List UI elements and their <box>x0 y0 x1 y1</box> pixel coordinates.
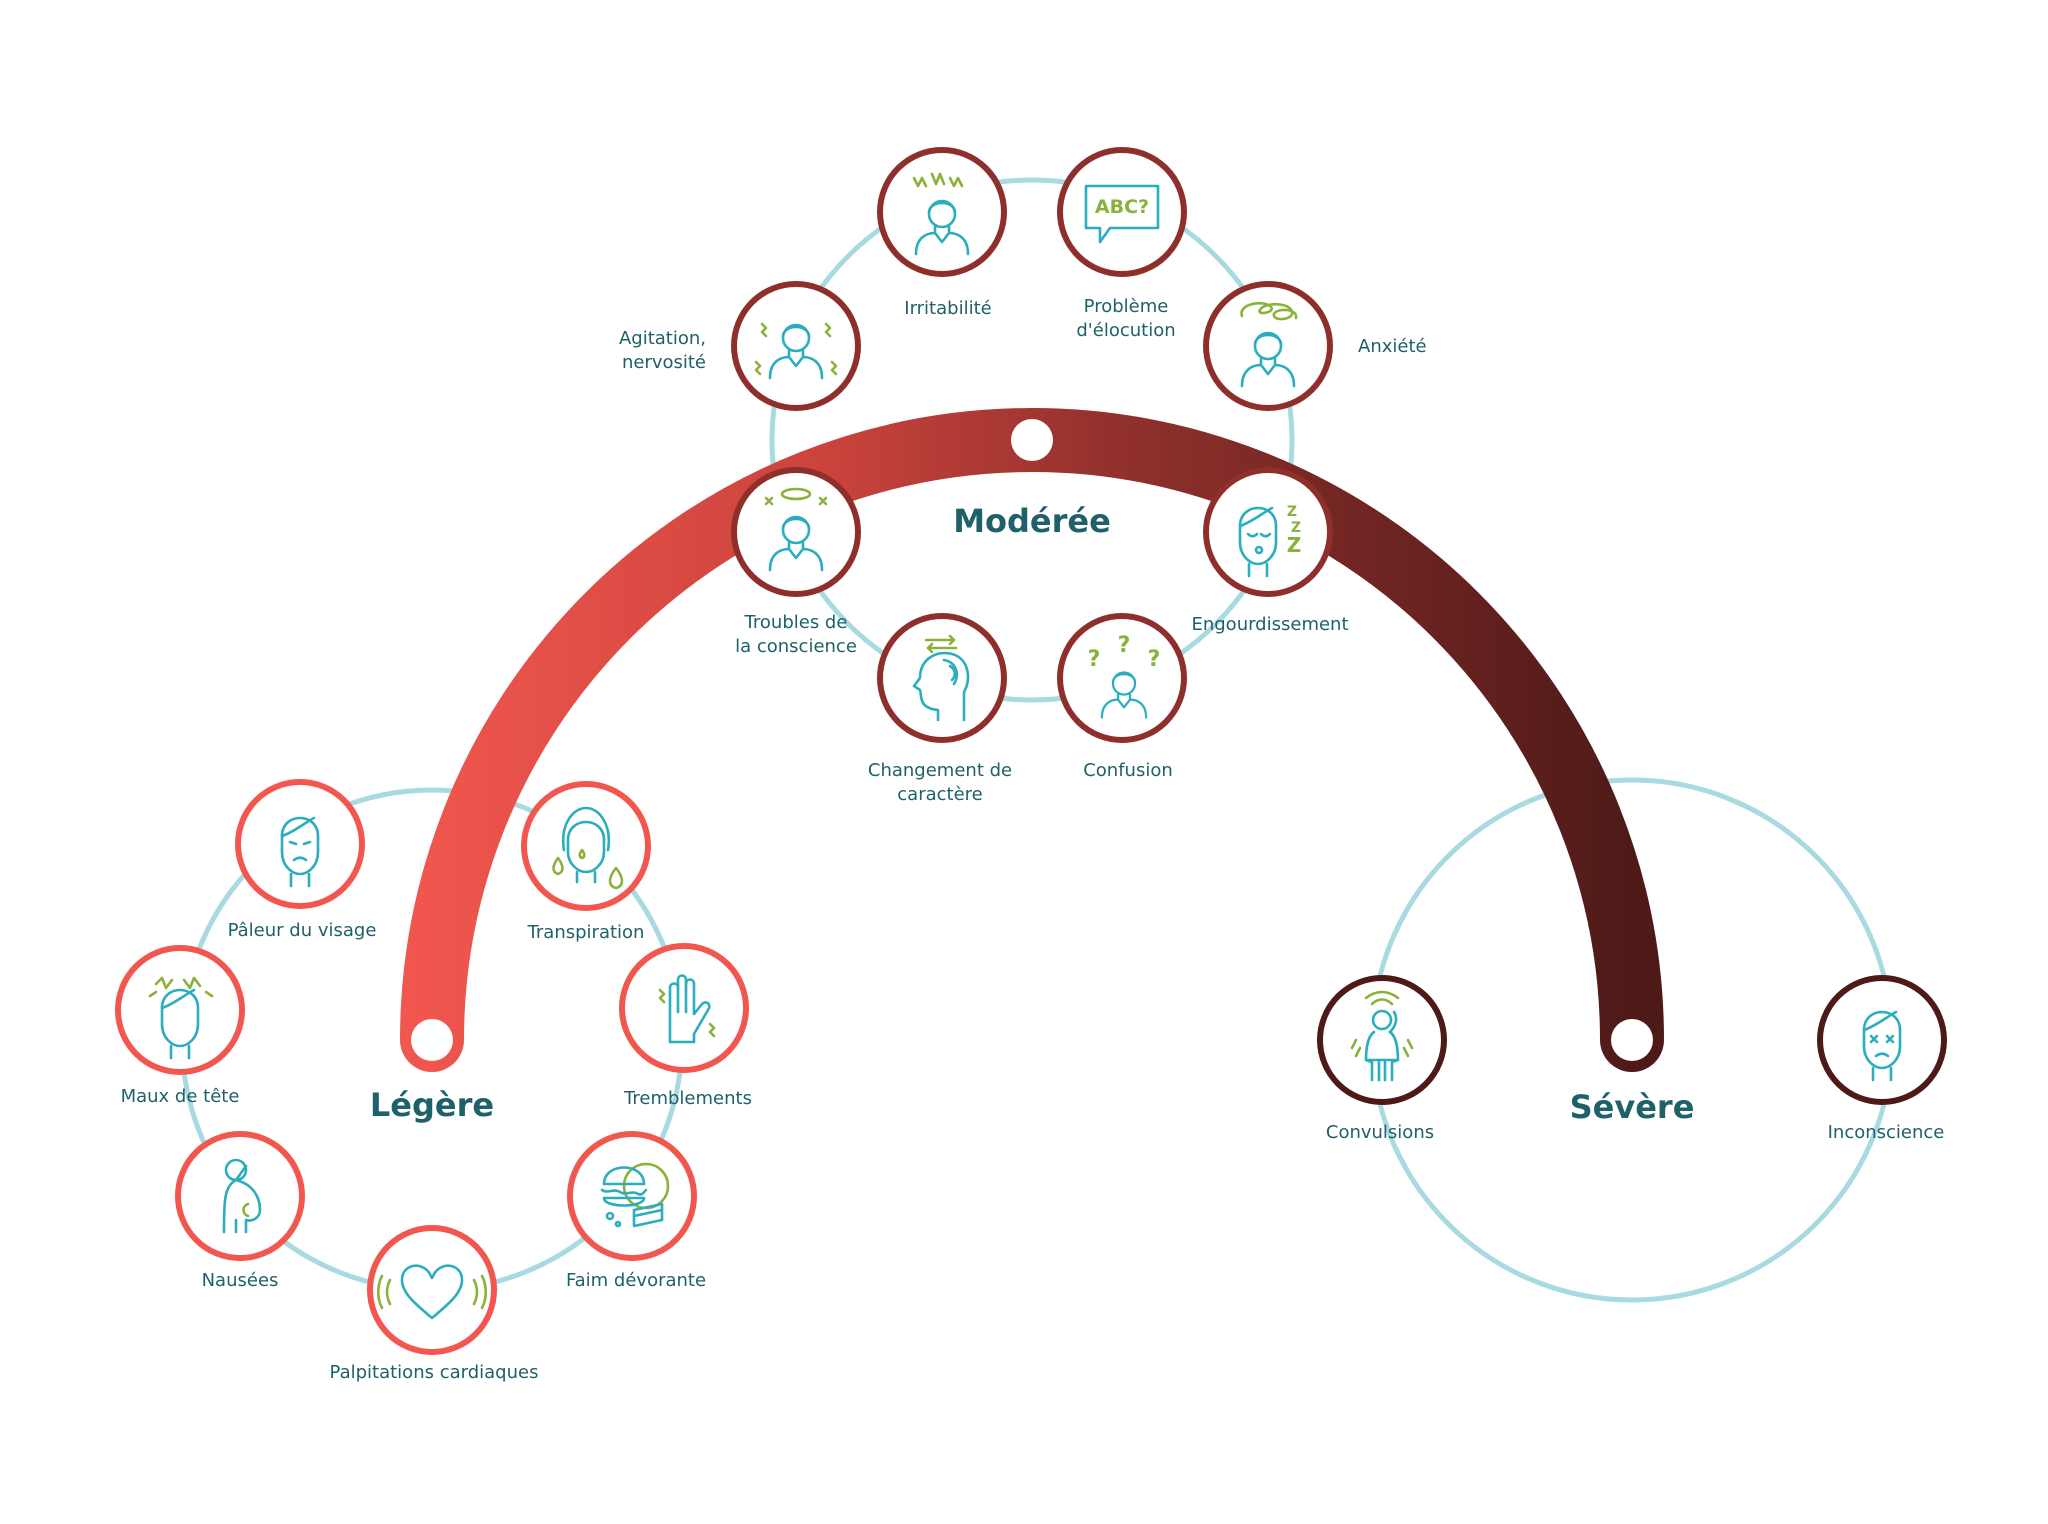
head-profile-icon <box>912 634 970 722</box>
symptom-consciousness: Troubles de la conscience <box>731 467 861 657</box>
symptom-anxiety: Anxiété <box>1203 281 1427 411</box>
sweating-face-icon <box>552 806 624 890</box>
svg-text:?: ? <box>1088 647 1101 672</box>
symptom-label: Agitation, <box>619 328 706 349</box>
symptom-pale-face: Pâleur du visage <box>228 779 377 941</box>
unconscious-face-icon <box>1862 1010 1902 1082</box>
symptom-label: Anxiété <box>1358 336 1427 357</box>
symptom-label: Faim dévorante <box>566 1270 706 1291</box>
symptom-label: Palpitations cardiaques <box>330 1362 539 1383</box>
svg-text:Z: Z <box>1287 504 1297 520</box>
symptom-label: Irritabilité <box>904 298 991 319</box>
mild-title: Légère <box>370 1086 494 1124</box>
svg-text:ABC?: ABC? <box>1095 196 1149 218</box>
symptom-label: Confusion <box>1083 760 1173 781</box>
symptom-label: Inconscience <box>1828 1122 1945 1143</box>
symptom-convulsions: Convulsions <box>1317 975 1447 1143</box>
symptom-label: nervosité <box>622 352 706 373</box>
convulsing-person-icon <box>1350 990 1414 1082</box>
symptom-label: Transpiration <box>527 922 645 943</box>
headache-icon <box>148 976 214 1060</box>
group-rings <box>179 177 1895 1303</box>
symptom-confusion: ? ? ? Confusion <box>1057 613 1187 781</box>
pale-face-icon <box>280 816 320 888</box>
heart-palpitations-icon <box>376 1264 488 1320</box>
severe-marker <box>1611 1019 1653 1061</box>
symptom-label: la conscience <box>735 636 857 657</box>
hunger-food-icon <box>600 1162 670 1228</box>
nausea-icon <box>222 1158 262 1234</box>
severe-title: Sévère <box>1570 1088 1695 1126</box>
symptom-label: Convulsions <box>1326 1122 1434 1143</box>
symptom-label: Changement de <box>868 760 1012 781</box>
dizzy-person-icon <box>764 487 828 572</box>
confused-person-icon: ? ? ? <box>1088 633 1161 719</box>
symptom-palpitations: Palpitations cardiaques <box>330 1225 539 1383</box>
svg-text:Z: Z <box>1291 520 1301 536</box>
mild-marker <box>411 1019 453 1061</box>
symptom-agitation: Agitation, nervosité <box>619 281 861 411</box>
symptom-speech-problem: ABC? Problème d'élocution <box>1057 147 1187 341</box>
sleepy-face-icon: Z Z Z <box>1238 504 1302 578</box>
svg-text:Z: Z <box>1287 533 1302 557</box>
symptom-numbness: Z Z Z Engourdissement <box>1191 467 1349 635</box>
symptom-nausea: Nausées <box>175 1131 305 1291</box>
symptom-label: Tremblements <box>623 1088 752 1109</box>
moderate-title: Modérée <box>953 502 1111 540</box>
symptom-unconsciousness: Inconscience <box>1817 975 1947 1143</box>
agitated-person-icon <box>754 322 838 380</box>
symptom-label: d'élocution <box>1076 320 1175 341</box>
moderate-ring <box>769 177 1295 703</box>
symptom-hunger: Faim dévorante <box>566 1131 706 1291</box>
symptom-label: Problème <box>1084 296 1169 317</box>
symptom-trembling: Tremblements <box>619 943 752 1109</box>
symptom-label: Nausées <box>202 1270 279 1291</box>
speech-bubble-icon: ABC? <box>1084 184 1160 244</box>
moderate-marker <box>1011 419 1053 461</box>
symptom-sweating: Transpiration <box>521 781 651 943</box>
symptom-label: Maux de tête <box>121 1086 240 1107</box>
svg-text:?: ? <box>1148 647 1161 672</box>
irritable-person-icon <box>912 172 970 256</box>
symptom-label: Pâleur du visage <box>228 920 377 941</box>
symptom-character-change: Changement de caractère <box>868 613 1012 805</box>
trembling-hand-icon <box>658 974 716 1044</box>
symptom-label: Troubles de <box>744 612 848 633</box>
symptom-label: caractère <box>897 784 982 805</box>
symptom-headache: Maux de tête <box>115 945 245 1107</box>
symptom-label: Engourdissement <box>1191 614 1348 635</box>
anxious-person-icon <box>1240 302 1298 388</box>
svg-text:?: ? <box>1118 633 1131 658</box>
symptom-irritability: Irritabilité <box>877 147 1007 319</box>
